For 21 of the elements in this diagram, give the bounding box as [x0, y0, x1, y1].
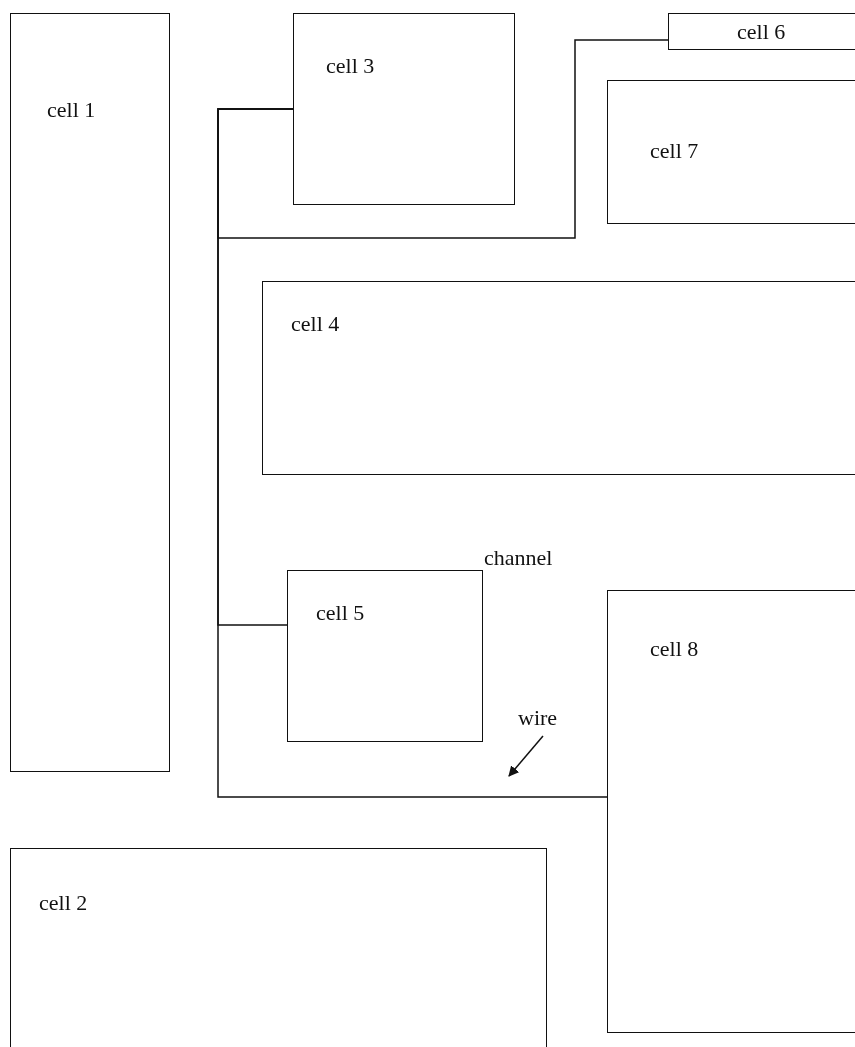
cell-label: cell 6 [737, 20, 786, 44]
cell-label: cell 3 [326, 54, 375, 78]
cell-box [10, 848, 547, 1047]
cell-box [668, 13, 855, 50]
wire-line [217, 39, 669, 239]
cell-box [262, 281, 855, 475]
cell-box [607, 590, 855, 1033]
leader-line [508, 735, 544, 777]
cell-label: cell 8 [650, 637, 699, 661]
cell-label: cell 2 [39, 891, 88, 915]
cell-box [287, 570, 483, 742]
cell-box [607, 80, 855, 224]
cell-label: cell 1 [47, 98, 96, 122]
wire-label: wire [518, 706, 558, 730]
wire-line [217, 108, 608, 798]
cell-label: cell 4 [291, 312, 340, 336]
cell-box [10, 13, 170, 772]
cell-label: cell 5 [316, 601, 365, 625]
cell-label: cell 7 [650, 139, 699, 163]
cell-box [293, 13, 515, 205]
channel-label: channel [484, 546, 553, 570]
